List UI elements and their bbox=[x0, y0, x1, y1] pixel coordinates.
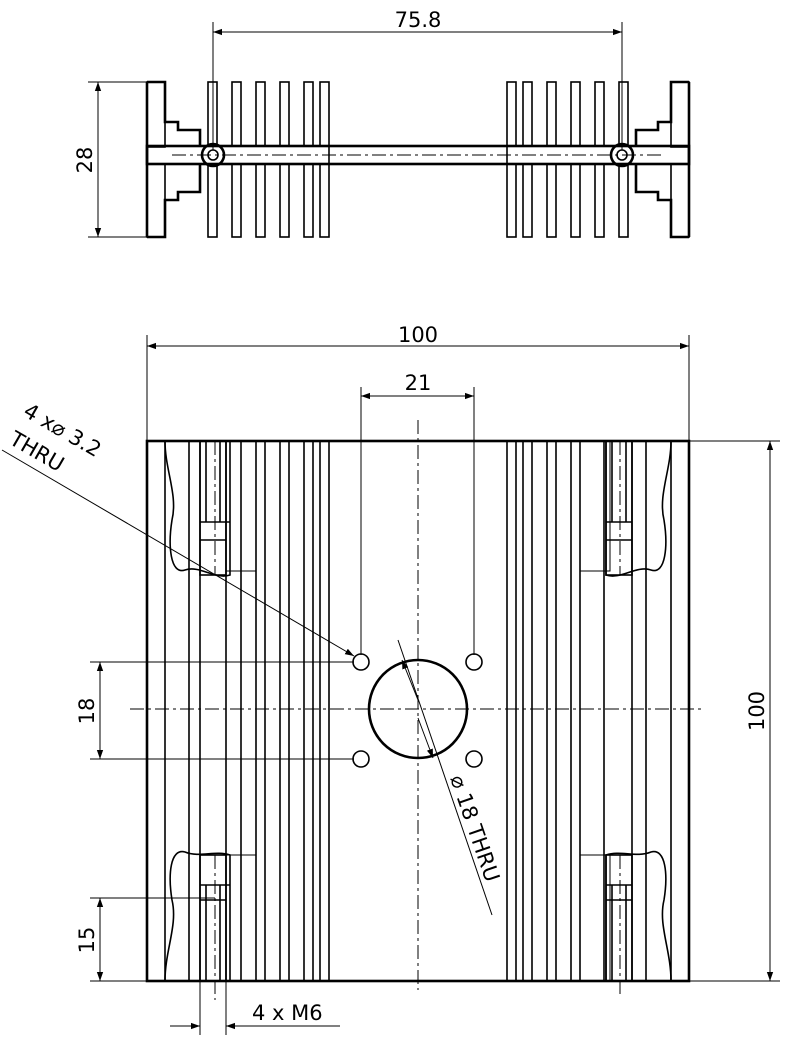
dim-thread-label: 4 x M6 bbox=[252, 1001, 323, 1025]
dim-bottom-offset-label: 15 bbox=[75, 927, 99, 954]
center-hole-callout-leader bbox=[397, 639, 493, 916]
left-lower-rail bbox=[146, 163, 166, 238]
dim-height-label: 100 bbox=[745, 691, 769, 731]
left-upper-rail bbox=[146, 81, 166, 148]
top-view-profile bbox=[145, 80, 691, 239]
section-bottom-right bbox=[579, 850, 672, 995]
section-bottom-left bbox=[164, 850, 257, 1000]
upper-fins bbox=[207, 81, 629, 147]
small-hole-bottom-right bbox=[465, 750, 483, 768]
center-hole bbox=[367, 658, 469, 760]
dim-width-label: 100 bbox=[398, 323, 438, 347]
right-channel-bottom bbox=[634, 164, 689, 239]
dim-pattern-width-label: 21 bbox=[405, 371, 432, 395]
front-view bbox=[130, 420, 705, 1000]
right-channel-top bbox=[634, 80, 689, 146]
left-channel-bottom bbox=[147, 164, 202, 239]
section-top-right bbox=[579, 440, 672, 577]
section-top-left bbox=[164, 440, 257, 577]
dim-profile-height-label: 28 bbox=[73, 147, 97, 174]
left-channel-top bbox=[147, 80, 202, 146]
lower-fins bbox=[207, 163, 629, 238]
mounting-hole-pattern bbox=[130, 420, 705, 990]
top-view-dimensions: 75.8 28 bbox=[73, 8, 623, 238]
dim-hole-spacing-label: 75.8 bbox=[395, 8, 442, 32]
right-upper-rail bbox=[670, 81, 690, 148]
dim-pattern-height-label: 18 bbox=[75, 698, 99, 725]
small-hole-callout-leader bbox=[1, 449, 355, 657]
right-lower-rail bbox=[670, 163, 690, 238]
